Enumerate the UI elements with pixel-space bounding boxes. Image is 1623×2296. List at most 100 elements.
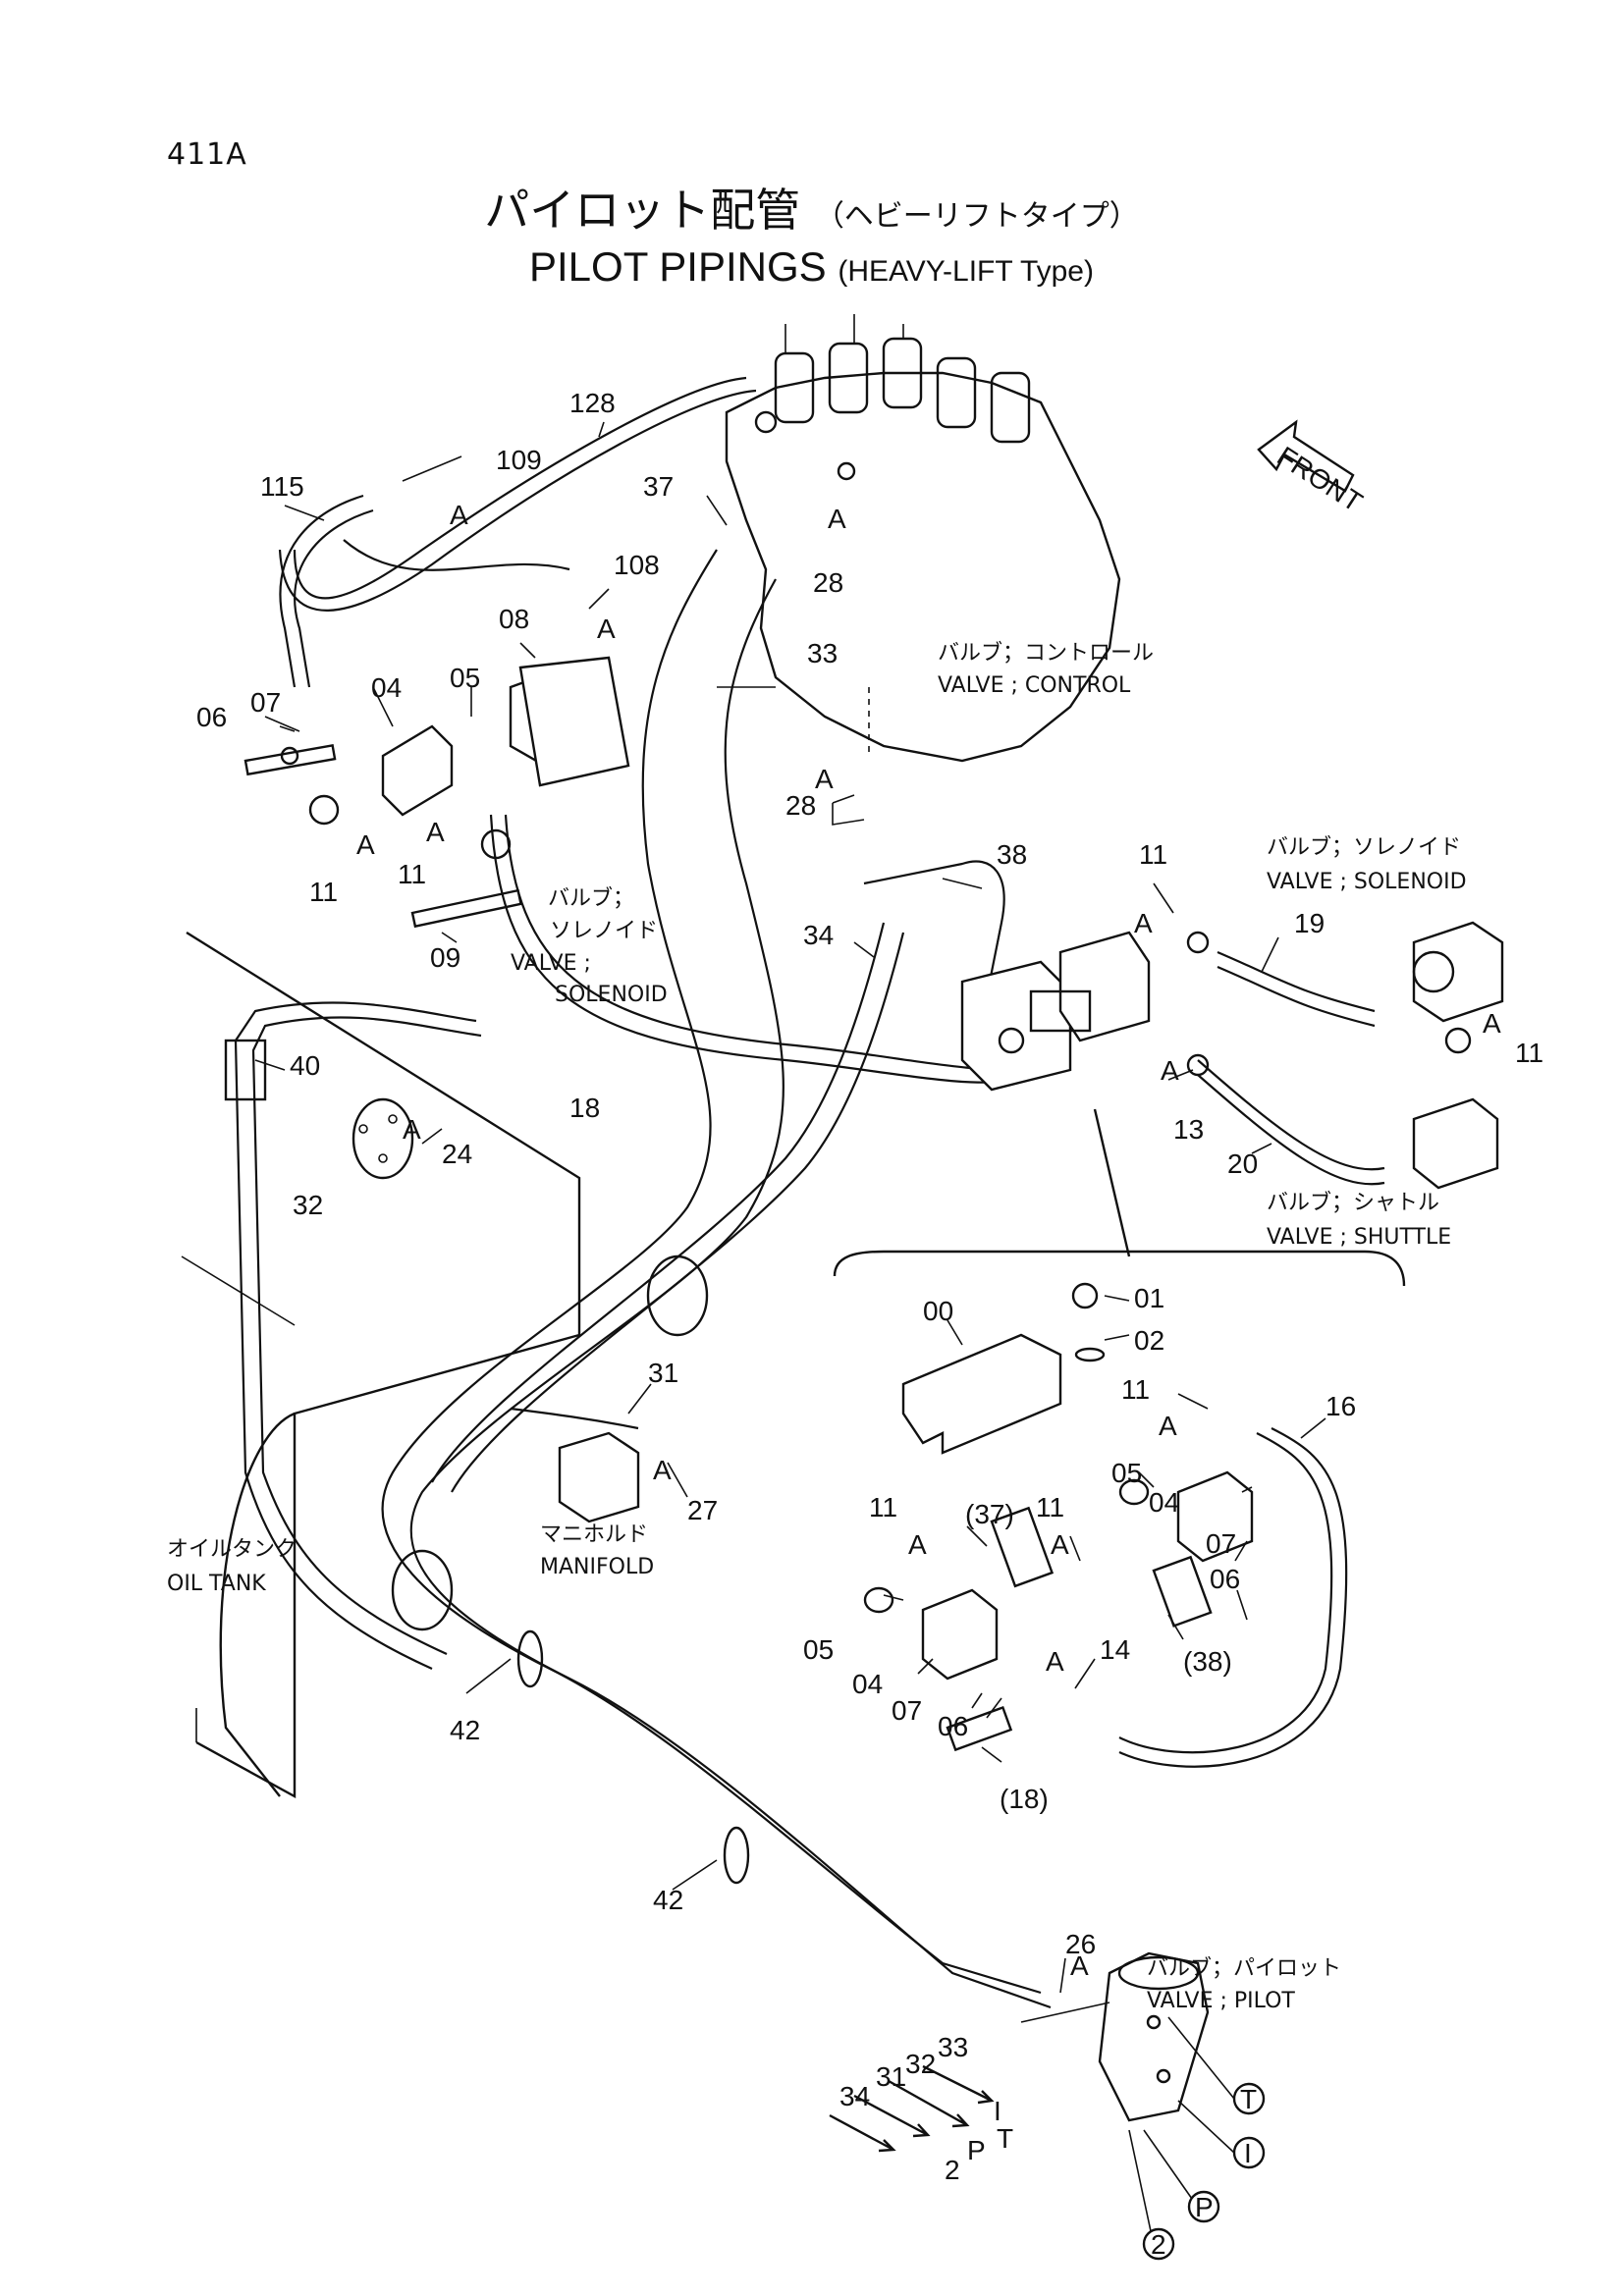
label-31: 31	[876, 2061, 906, 2092]
solenoid-valve-block	[243, 656, 630, 929]
label-05: 05	[1111, 1458, 1142, 1488]
hose-32	[234, 1001, 477, 1671]
page-number: 411A	[167, 137, 247, 172]
a-mark: A	[1051, 1529, 1069, 1560]
hose-37	[381, 549, 1042, 1995]
label-24: 24	[442, 1139, 472, 1169]
label-04: 04	[852, 1669, 883, 1699]
port-circle-2: 2	[1151, 2229, 1166, 2260]
label-11: 11	[1121, 1374, 1150, 1405]
title-japanese: パイロット配管 （ヘビーリフトタイプ）	[0, 175, 1623, 240]
label-04: 04	[371, 672, 402, 703]
caption-solenoid-ja: バルブ；ソレノイド	[1267, 835, 1461, 860]
caption-control-en: VALVE ; CONTROL	[938, 673, 1131, 698]
label-14: 14	[1100, 1634, 1130, 1665]
label-18-ref: (18)	[1000, 1784, 1049, 1814]
label-05: 05	[450, 663, 480, 693]
caption-shuttle-ja: バルブ；シャトル	[1267, 1191, 1439, 1215]
label-32: 32	[905, 2049, 936, 2079]
label-109: 109	[496, 445, 542, 475]
hose-34-inner	[451, 932, 905, 1493]
clamp-40	[224, 1039, 267, 1101]
clamp-upper	[646, 1255, 709, 1337]
a-mark: A	[450, 500, 468, 530]
label-42: 42	[450, 1715, 480, 1745]
a-mark: A	[1070, 1950, 1089, 1981]
label-128: 128	[569, 388, 616, 418]
a-mark: A	[828, 504, 846, 534]
label-00: 00	[923, 1296, 953, 1326]
caption-solenoid2-en-1: VALVE ;	[511, 951, 591, 976]
a-mark: A	[597, 614, 616, 644]
title-en-sub: (HEAVY-LIFT Type)	[838, 255, 1094, 288]
caption-pilot-en: VALVE ; PILOT	[1147, 1989, 1295, 2013]
label-32: 32	[293, 1190, 323, 1220]
hose-33	[409, 578, 1052, 2009]
title-ja-sub: （ヘビーリフトタイプ）	[814, 199, 1139, 234]
caption-solenoid2-ja-1: バルブ；	[548, 886, 634, 911]
detail-leader	[1093, 1108, 1131, 1257]
caption-solenoid2-en-2: SOLENOID	[555, 983, 668, 1007]
label-34: 34	[803, 920, 834, 950]
port-markers: T I P 2	[1128, 2016, 1266, 2261]
control-valve-body	[725, 314, 1121, 763]
label-07: 07	[1206, 1528, 1236, 1559]
oil-tank	[181, 931, 581, 1799]
port-I: I	[994, 2096, 1001, 2126]
hose-34	[431, 922, 886, 1483]
hose-18-inner	[504, 814, 1027, 1071]
caption-manifold-en: MANIFOLD	[540, 1555, 654, 1579]
hose-128	[293, 376, 747, 600]
port-circle-P: P	[1195, 2192, 1214, 2222]
hose-115-inner	[294, 508, 374, 688]
label-20: 20	[1227, 1148, 1258, 1179]
label-01: 01	[1134, 1283, 1164, 1313]
a-mark: A	[1159, 1411, 1177, 1441]
a-mark: A	[653, 1455, 672, 1485]
hose-128-inner	[278, 389, 757, 612]
port-circle-T: T	[1240, 2084, 1257, 2114]
label-04: 04	[1149, 1487, 1179, 1518]
label-18: 18	[569, 1093, 600, 1123]
label-13: 13	[1173, 1114, 1204, 1145]
label-07: 07	[892, 1695, 922, 1726]
label-19: 19	[1294, 908, 1325, 938]
label-26: 26	[1065, 1929, 1096, 1959]
port-P: P	[967, 2135, 986, 2165]
label-37: 37	[643, 471, 674, 502]
caption-solenoid-en: VALVE ; SOLENOID	[1267, 870, 1467, 894]
label-28: 28	[785, 790, 816, 821]
a-mark: A	[1483, 1008, 1501, 1039]
label-11: 11	[1515, 1038, 1543, 1068]
label-37-ref: (37)	[965, 1499, 1014, 1529]
part-labels: 128 115 109 37 28 108 08 33 06 07 04 05 …	[196, 388, 1543, 2111]
hose-115	[279, 494, 364, 688]
a-mark: A	[1134, 908, 1153, 938]
port-letters: I T P 2	[945, 2096, 1013, 2185]
captions: バルブ；コントロール VALVE ; CONTROL バルブ；ソレノイド VAL…	[167, 641, 1467, 2013]
a-mark: A	[908, 1529, 927, 1560]
title-en-main: PILOT PIPINGS	[529, 243, 827, 290]
label-11: 11	[1139, 839, 1167, 870]
label-28: 28	[813, 567, 843, 598]
label-38: 38	[997, 839, 1027, 870]
label-33: 33	[938, 2032, 968, 2062]
caption-tank-ja: オイルタンク	[167, 1537, 297, 1562]
label-27: 27	[687, 1495, 718, 1525]
caption-control-ja: バルブ；コントロール	[938, 641, 1154, 666]
caption-tank-en: OIL TANK	[167, 1572, 266, 1596]
label-09: 09	[430, 942, 460, 973]
port-T: T	[997, 2123, 1013, 2154]
a-mark: A	[356, 829, 375, 860]
hose-108	[343, 539, 570, 571]
a-mark: A	[403, 1114, 421, 1145]
front-arrow-icon: FRONT	[1257, 419, 1368, 517]
caption-solenoid2-ja-2: ソレノイド	[550, 919, 658, 943]
label-02: 02	[1134, 1325, 1164, 1356]
label-42: 42	[653, 1885, 683, 1915]
label-06: 06	[1210, 1564, 1240, 1594]
label-11: 11	[309, 877, 338, 907]
hose-32-inner	[251, 1016, 482, 1656]
label-11: 11	[1036, 1492, 1064, 1522]
